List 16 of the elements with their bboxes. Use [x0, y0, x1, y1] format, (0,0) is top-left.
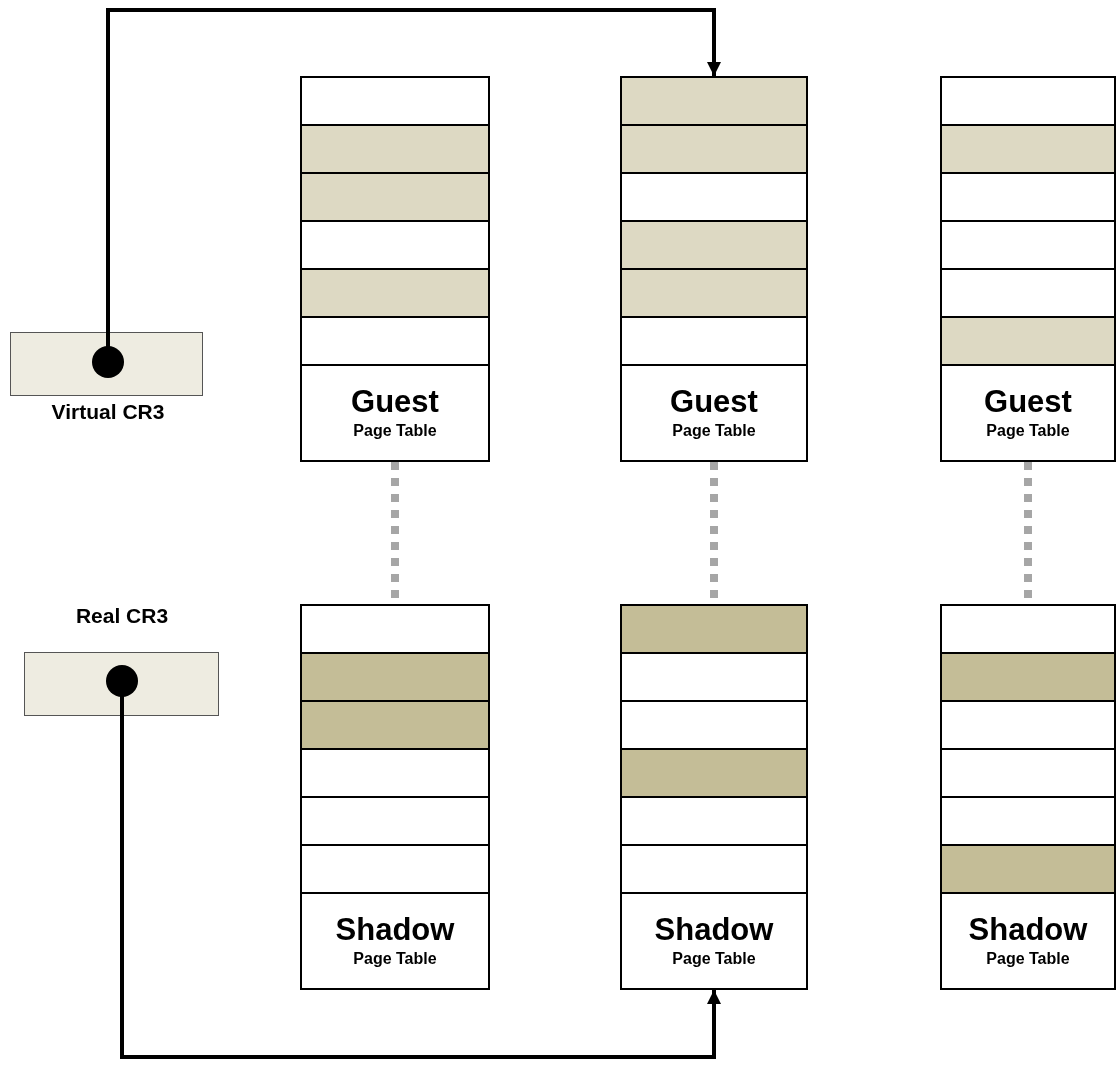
table-title: Guest — [983, 384, 1073, 420]
table-subtitle: Page Table — [352, 421, 438, 441]
arrow — [106, 665, 721, 1059]
table-subtitle: Page Table — [671, 949, 757, 969]
arrow — [92, 8, 721, 378]
table-title: Shadow — [334, 912, 456, 948]
table-title: Guest — [669, 384, 759, 420]
table-subtitle: Page Table — [671, 421, 757, 441]
table-title: Shadow — [967, 912, 1089, 948]
register-label: Virtual CR3 — [50, 400, 166, 424]
table-title: Shadow — [653, 912, 775, 948]
register-label: Real CR3 — [74, 604, 170, 628]
table-subtitle: Page Table — [985, 949, 1071, 969]
table-subtitle: Page Table — [985, 421, 1071, 441]
table-subtitle: Page Table — [352, 949, 438, 969]
table-title: Guest — [350, 384, 440, 420]
